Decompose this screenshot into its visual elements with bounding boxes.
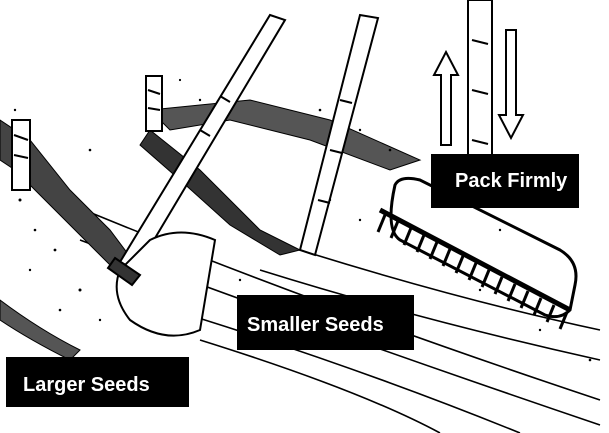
row-stake-left: [12, 120, 30, 190]
row-stake-back: [146, 76, 162, 131]
label-pack-firmly: Pack Firmly: [431, 154, 579, 208]
down-arrow-icon: [499, 30, 523, 138]
label-smaller-seeds: Smaller Seeds: [237, 295, 414, 350]
label-larger-seeds: Larger Seeds: [6, 357, 189, 407]
up-arrow-icon: [434, 52, 458, 145]
